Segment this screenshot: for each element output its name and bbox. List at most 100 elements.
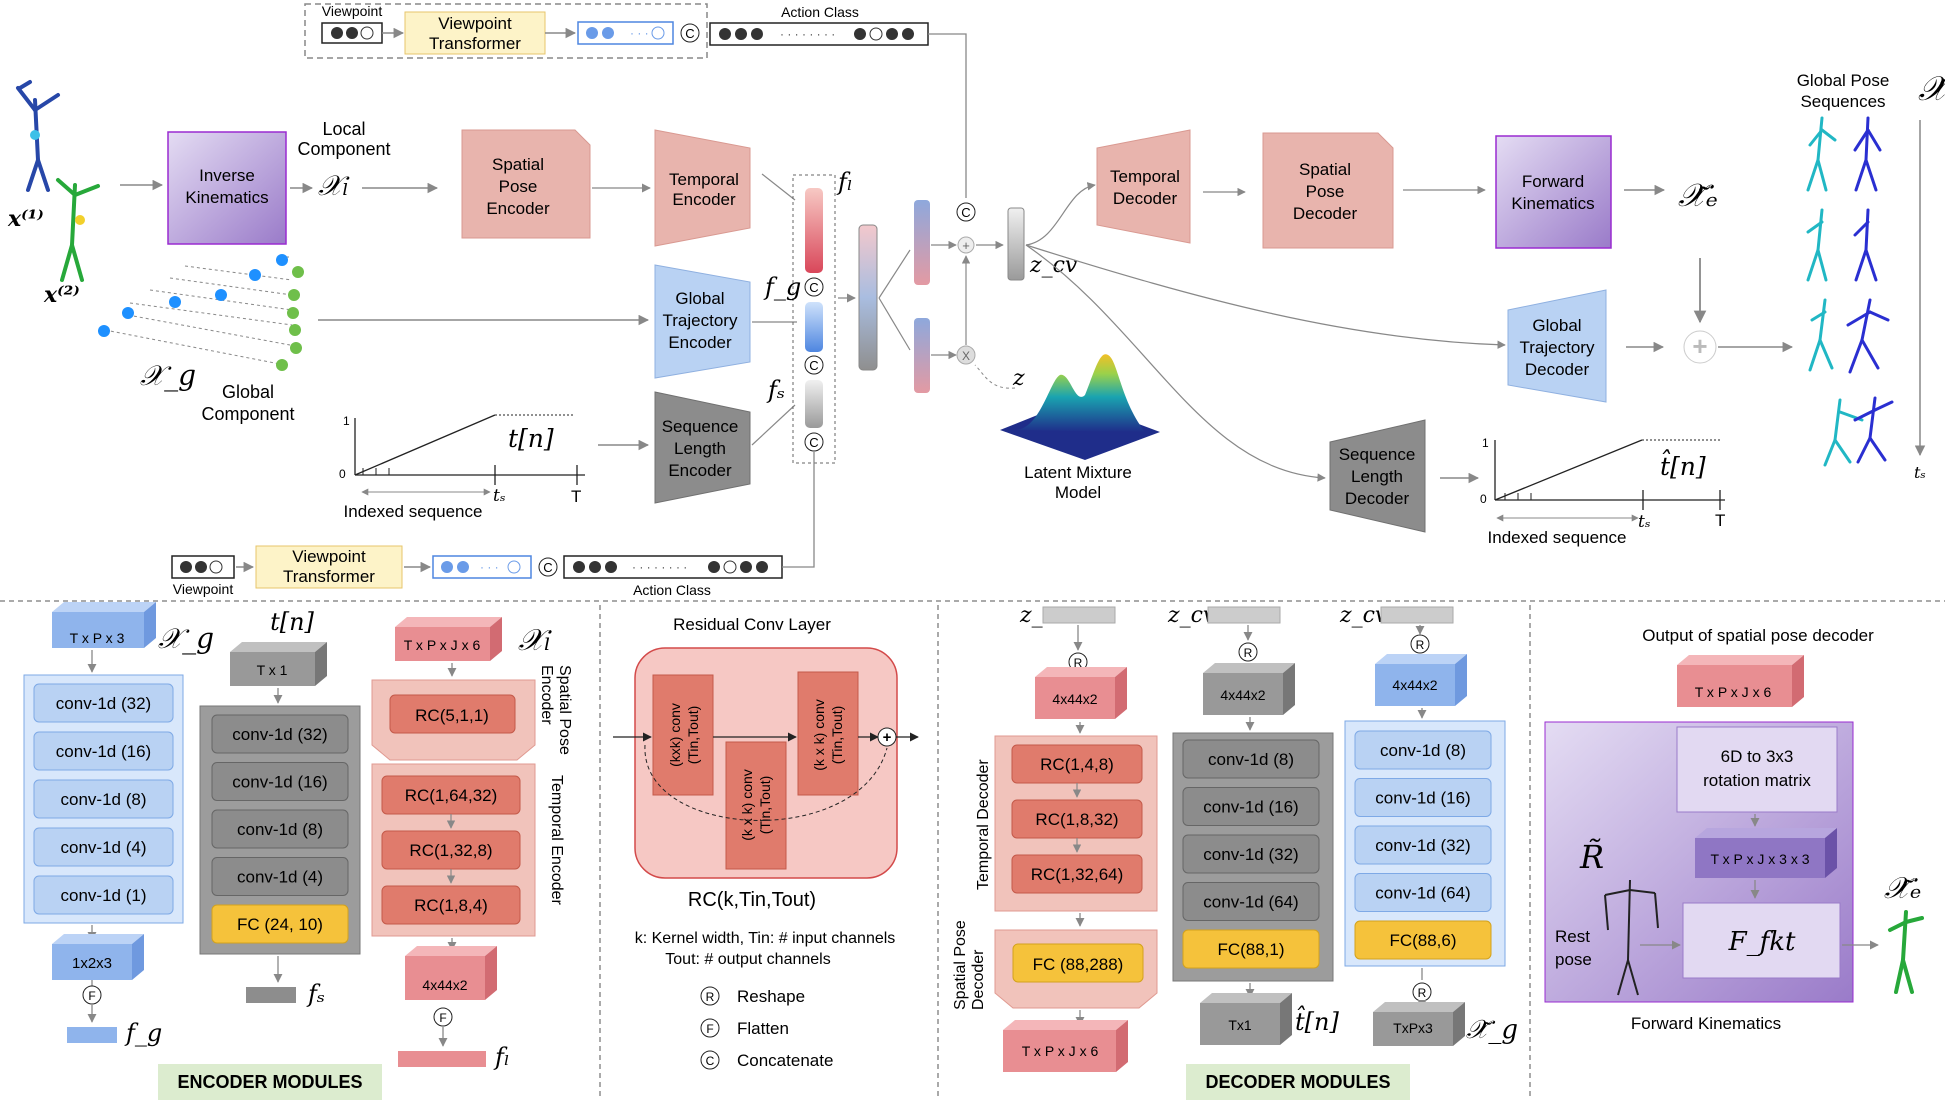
dec-s-layer-3: [1182, 882, 1320, 921]
dec-l-output-label: T x P x J x 6: [1022, 1043, 1099, 1059]
encoder-global-module: T x P x 3 𝒳_g conv-1d (32)conv-1d (16)co…: [23, 602, 214, 1047]
global-component-trajectory: [98, 254, 304, 371]
z-cv-latent: [1007, 207, 1025, 281]
dec-l-temporal-label: Temporal Decoder: [975, 759, 992, 890]
dec-g-reshaped-label: 4x44x2: [1392, 677, 1437, 693]
residual-conv-1: [652, 674, 714, 796]
dec-s-reshaped-label: 4x44x2: [1220, 687, 1265, 703]
decoder-seqlen-module: z_cv R 4x44x2 conv-1d (8)conv-1d (16)con…: [1167, 603, 1339, 1045]
encoder-seqlen-module: t[n] T x 1 conv-1d (32)conv-1d (16)conv-…: [199, 608, 361, 1008]
plus-node: [957, 236, 975, 254]
dec-s-layer-label-1: conv-1d (16): [1203, 798, 1298, 817]
dec-l-temporal-layer-2: [1011, 854, 1143, 894]
decoder-local-module: z_cv R 4x44x2 RC(1,4,8)RC(1,8,32)RC(1,32…: [952, 603, 1158, 1072]
svg-text:· · ·: · · ·: [480, 560, 499, 574]
enc-g-output-label: 1x2x3: [72, 955, 112, 972]
enc-g-layer-label-3: conv-1d (4): [61, 838, 147, 857]
action-class-label-bottom: Action Class: [633, 582, 711, 598]
fk-function-label: F_fkt: [1728, 927, 1796, 957]
enc-l-input-label: T x P x J x 6: [404, 637, 481, 653]
enc-l-temporal-layer-2: [381, 885, 521, 925]
f-g-feature: [805, 302, 823, 352]
f-s-symbol: fₛ: [766, 376, 785, 404]
enc-s-layer-1: [211, 762, 349, 801]
dec-g-layer-0: [1354, 730, 1492, 770]
dec-g-reshape2-symbol: R: [1418, 986, 1427, 1000]
plot-y1-label: 1: [343, 414, 350, 428]
enc-s-input-symbol: t[n]: [270, 608, 314, 636]
x1-symbol: x⁽¹⁾: [7, 206, 44, 232]
svg-text:· · · · · · · ·: · · · · · · · ·: [632, 560, 687, 574]
decoder-modules-label: DECODER MODULES: [1205, 1072, 1390, 1092]
ts-axis-label: tₛ: [1914, 463, 1926, 482]
enc-l-temporal-layer-label-0: RC(1,64,32): [405, 786, 498, 805]
f-s-feature: [805, 380, 823, 428]
residual-conv-2: [725, 741, 787, 870]
spatial-pose-decoder-block: [1262, 132, 1394, 249]
dec-g-layer-label-3: conv-1d (64): [1375, 884, 1470, 903]
enc-g-layer-label-4: conv-1d (1): [61, 886, 147, 905]
enc-s-output-symbol: fₛ: [306, 980, 325, 1008]
plot2-y0-label: 0: [1480, 492, 1487, 506]
x-g-symbol: 𝒳_g: [140, 359, 196, 392]
dec-g-layer-label-4: FC(88,6): [1389, 931, 1456, 950]
add-node: [1683, 330, 1717, 364]
legend-symbol-0: R: [706, 990, 715, 1004]
dec-s-layer-2: [1182, 834, 1320, 874]
enc-g-layer-3: [33, 827, 174, 867]
residual-conv-3-label: (k x k) conv(Tin,Tout): [811, 699, 845, 771]
plot2-ts-label: tₛ: [1638, 512, 1651, 532]
dec-s-output-label: Tx1: [1228, 1017, 1252, 1033]
dec-l-temporal-layer-label-1: RC(1,8,32): [1035, 810, 1118, 829]
viewpoint-embedding: [577, 21, 674, 45]
x2-symbol: x⁽²⁾: [43, 282, 80, 308]
enc-s-input-label: T x 1: [257, 662, 288, 678]
sequence-index-plot-output: 1 0 tₛ T Indexed sequence t̂[n]: [1480, 436, 1725, 547]
x-l-symbol: 𝒳ₗ: [318, 169, 350, 202]
svg-text:· · ·: · · ·: [630, 26, 649, 40]
enc-g-layer-2: [33, 779, 174, 819]
residual-desc-2: Tout: # output channels: [665, 951, 830, 968]
dec-l-reshape-symbol: R: [1074, 656, 1083, 670]
dec-s-layer-label-0: conv-1d (8): [1208, 750, 1294, 769]
temporal-decoder-block: [1096, 129, 1191, 244]
concat-symbol-1: C: [809, 280, 818, 295]
enc-g-output-symbol: f_g: [124, 1019, 162, 1047]
residual-name: RC(k,Tin,Tout): [688, 889, 816, 911]
svg-text:· · · · · · · ·: · · · · · · · ·: [780, 27, 835, 41]
times-symbol: X: [962, 349, 970, 363]
plot2-T-label: T: [1715, 511, 1725, 530]
concat-symbol-4: C: [961, 205, 970, 220]
enc-g-layer-label-1: conv-1d (16): [56, 742, 151, 761]
enc-l-output-symbol: fₗ: [493, 1043, 510, 1071]
action-class-label-top: Action Class: [781, 4, 859, 20]
input-skeletons: x⁽¹⁾ x⁽²⁾: [7, 80, 164, 308]
enc-s-layer-4: [211, 904, 349, 944]
residual-conv-layer-diagram: Residual Conv Layer (kxk) conv(Tin,Tout)…: [613, 615, 919, 1070]
dec-g-layer-3: [1354, 873, 1492, 912]
f-l-symbol: fₗ: [836, 168, 853, 196]
enc-l-temporal-layer-label-1: RC(1,32,8): [409, 841, 492, 860]
dec-l-spatial-label: Spatial PoseDecoder: [952, 920, 987, 1010]
dec-g-layer-label-0: conv-1d (8): [1380, 741, 1466, 760]
fk-caption: Forward Kinematics: [1631, 1014, 1781, 1033]
residual-conv-1-label: (kxk) conv(Tin,Tout): [667, 703, 701, 767]
residual-conv-3: [797, 671, 859, 796]
enc-s-layer-2: [211, 809, 349, 849]
concat-symbol-2: C: [809, 358, 818, 373]
dec-g-output-symbol: 𝒳̃_g: [1466, 1015, 1518, 1045]
sequence-length-encoder-block: [654, 391, 751, 504]
f-l-feature: [805, 188, 823, 273]
legend-label-1: Flatten: [737, 1019, 789, 1038]
viewpoint-label-bottom: Viewpoint: [173, 581, 234, 597]
